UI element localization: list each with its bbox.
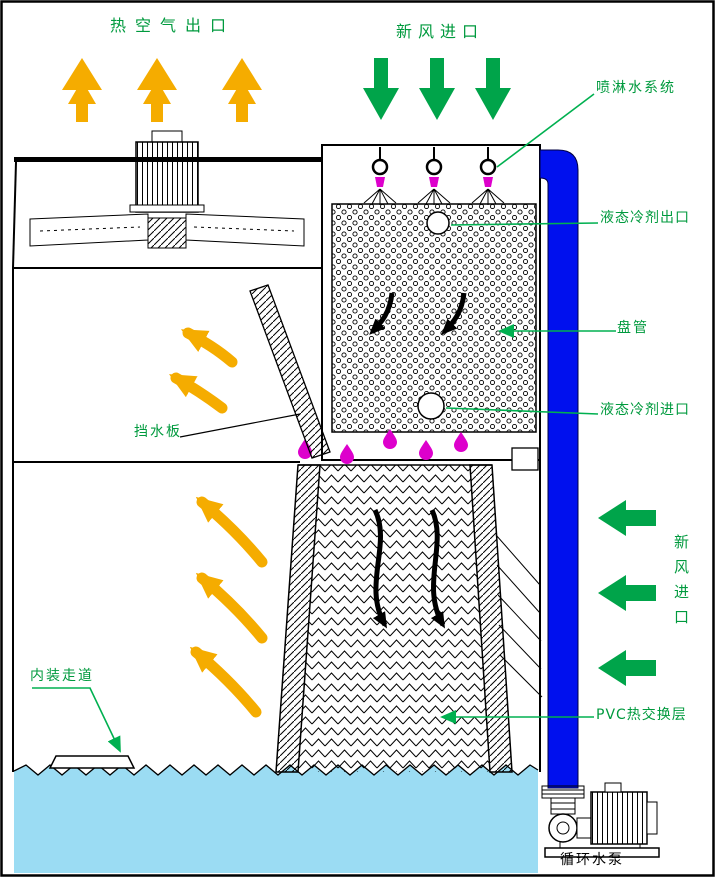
walkway-platform (48, 755, 136, 769)
spray-nozzles (363, 147, 505, 205)
spray-nozzle (417, 147, 451, 205)
water-baffle (249, 284, 331, 459)
label-fresh-air-inlet-right: 新风进口 (672, 534, 690, 634)
airflow-arrow-yellow (180, 327, 238, 368)
tower-casing (12, 161, 541, 772)
airflow-arrow (441, 292, 467, 335)
pump-base (544, 847, 660, 858)
airflow-arrow (372, 508, 388, 629)
water-droplet (298, 439, 312, 459)
pipe-support-bracket (511, 447, 539, 471)
water-droplet (340, 444, 354, 464)
fan-hub (147, 217, 187, 249)
hot-air-arrows (62, 58, 262, 122)
water-droplet (419, 440, 433, 460)
fan-blade-right (185, 213, 305, 247)
label-pvc-heat-exchange-layer: PVC热交换层 (596, 707, 687, 723)
fresh-air-arrows-right (598, 500, 656, 686)
fan-assembly (14, 130, 322, 249)
circulating-pump (541, 782, 660, 858)
hot-air-flow-arrows (169, 327, 268, 718)
leader-walkway (32, 687, 121, 753)
airflow-arrow-yellow (189, 646, 262, 718)
water-droplets (298, 429, 468, 464)
leader-lines (32, 93, 616, 753)
label-refrigerant-inlet: 液态冷剂进口 (600, 402, 690, 418)
pump-shaft (556, 821, 570, 835)
fresh-air-arrow (598, 575, 656, 611)
air-inlet-louvers (495, 534, 543, 698)
motor-cap (151, 130, 183, 143)
refrigerant-inlet-port (417, 392, 445, 420)
hot-air-arrow (62, 58, 102, 122)
label-coil: 盘管 (617, 320, 649, 336)
fill-media (298, 465, 490, 772)
coil-section (331, 203, 537, 433)
motor-end-cap (646, 801, 658, 835)
label-circulating-pump: 循环水泵 (560, 852, 624, 868)
pump-outlet (576, 817, 592, 839)
label-fresh-air-inlet-top: 新风进口 (396, 22, 485, 41)
fresh-air-arrow (419, 58, 455, 120)
hot-air-arrow (222, 58, 262, 122)
leader-refrigerant-inlet (445, 407, 599, 415)
water-droplet (454, 432, 468, 452)
spray-nozzle (363, 147, 397, 205)
pump-coupling (550, 797, 576, 815)
label-internal-walkway: 内装走道 (30, 668, 94, 684)
airflow-arrow-yellow (195, 572, 268, 644)
leader-water-baffle (179, 413, 301, 438)
airflow-arrow (429, 508, 446, 629)
fresh-air-arrow (475, 58, 511, 120)
pipe-flange (541, 785, 585, 799)
pump-motor (590, 791, 648, 845)
motor-base (129, 204, 205, 213)
airflow-arrow-yellow (195, 496, 268, 568)
water-basin (13, 764, 539, 873)
pvc-heat-exchange-layer (275, 464, 513, 773)
hot-air-arrow (137, 58, 177, 122)
fan-motor (135, 141, 199, 213)
fan-blade-left (29, 213, 149, 247)
fresh-air-arrow (363, 58, 399, 120)
label-hot-air-outlet: 热空气出口 (110, 16, 236, 35)
airflow-arrow-yellow (169, 372, 228, 414)
leader-spray-system (496, 93, 595, 168)
refrigerant-outlet-port (426, 211, 450, 235)
fresh-air-arrow (598, 650, 656, 686)
fresh-air-arrow (598, 500, 656, 536)
label-spray-water-system: 喷淋水系统 (596, 80, 676, 96)
leader-refrigerant-outlet (450, 222, 599, 226)
motor-terminal-box (604, 782, 622, 793)
spray-nozzle (471, 147, 505, 205)
label-refrigerant-outlet: 液态冷剂出口 (600, 210, 690, 226)
water-droplet (383, 429, 397, 449)
label-water-baffle: 挡水板 (134, 424, 182, 440)
fresh-air-arrows-top (363, 58, 511, 120)
airflow-arrow (369, 292, 395, 335)
